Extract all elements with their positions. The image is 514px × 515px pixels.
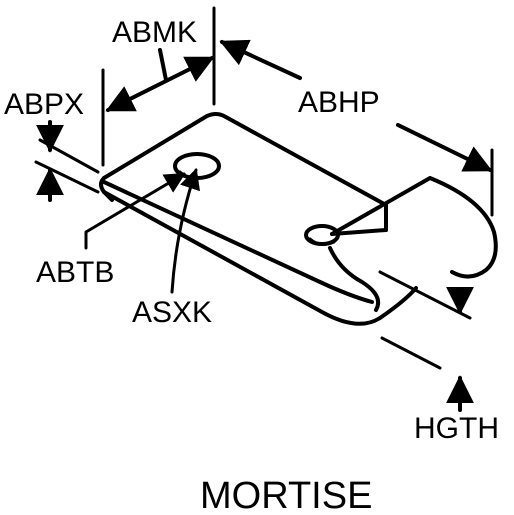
label-hgth: HGTH	[414, 412, 499, 445]
abpx-dimension	[34, 120, 100, 202]
label-abhp: ABHP	[298, 86, 380, 119]
plate-body	[99, 112, 498, 326]
abmk-dimension	[101, 6, 216, 167]
asxk-leader	[170, 168, 200, 294]
abtb-leader	[84, 172, 186, 250]
hole-right	[304, 224, 340, 246]
label-asxk: ASXK	[132, 296, 212, 329]
label-abpx: ABPX	[4, 88, 84, 121]
label-abmk: ABMK	[112, 16, 197, 49]
label-abtb: ABTB	[36, 256, 114, 289]
abhp-dimension	[219, 39, 494, 217]
diagram-title: MORTISE	[200, 475, 372, 515]
hgth-dimension	[378, 270, 474, 412]
